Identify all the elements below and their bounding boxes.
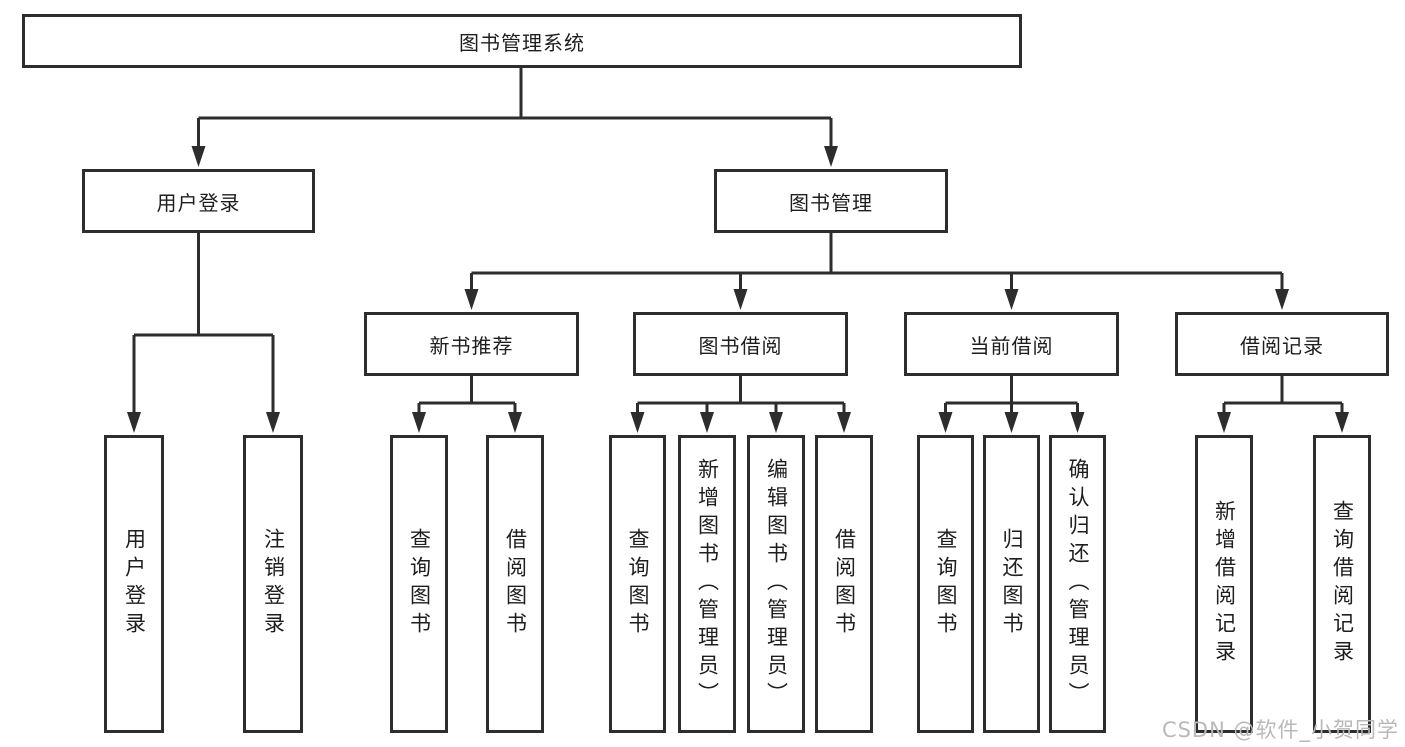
leaf-query-books-2: 查询图书 bbox=[609, 435, 666, 733]
edge-root-to-level2 bbox=[197, 68, 833, 150]
edge-currentborrow-to-leaves bbox=[944, 376, 1079, 416]
edge-records-to-leaves bbox=[1222, 376, 1344, 416]
leaf-add-book-admin: 新增图书（管理员） bbox=[678, 435, 736, 733]
leaf-confirm-return-admin: 确认归还（管理员） bbox=[1049, 435, 1106, 733]
leaf-query-books-3: 查询图书 bbox=[917, 435, 974, 733]
node-book-management: 图书管理 bbox=[714, 169, 948, 233]
leaf-query-books-1: 查询图书 bbox=[390, 435, 448, 733]
leaf-logout-login: 注销登录 bbox=[243, 435, 303, 733]
edge-userlogin-to-leaves bbox=[132, 233, 275, 416]
node-library-system: 图书管理系统 bbox=[22, 14, 1022, 68]
node-borrowing-records: 借阅记录 bbox=[1175, 312, 1389, 376]
leaf-add-borrow-record: 新增借阅记录 bbox=[1195, 435, 1253, 733]
leaf-borrow-books-1: 借阅图书 bbox=[486, 435, 544, 733]
node-new-book-recommend: 新书推荐 bbox=[364, 312, 579, 376]
node-book-borrowing: 图书借阅 bbox=[633, 312, 848, 376]
leaf-return-book: 归还图书 bbox=[983, 435, 1040, 733]
node-current-borrowing: 当前借阅 bbox=[904, 312, 1119, 376]
leaf-query-borrow-record: 查询借阅记录 bbox=[1313, 435, 1371, 733]
edge-bookmgmt-to-level3 bbox=[470, 233, 1284, 293]
watermark: CSDN @软件_小贺同学 bbox=[1161, 718, 1399, 742]
leaf-borrow-books-2: 借阅图书 bbox=[815, 435, 873, 733]
leaf-edit-book-admin: 编辑图书（管理员） bbox=[747, 435, 805, 733]
node-user-login: 用户登录 bbox=[82, 169, 315, 233]
leaf-user-login: 用户登录 bbox=[104, 435, 164, 733]
edge-bookborrow-to-leaves bbox=[636, 376, 846, 416]
edge-newbook-to-leaves bbox=[417, 376, 517, 416]
